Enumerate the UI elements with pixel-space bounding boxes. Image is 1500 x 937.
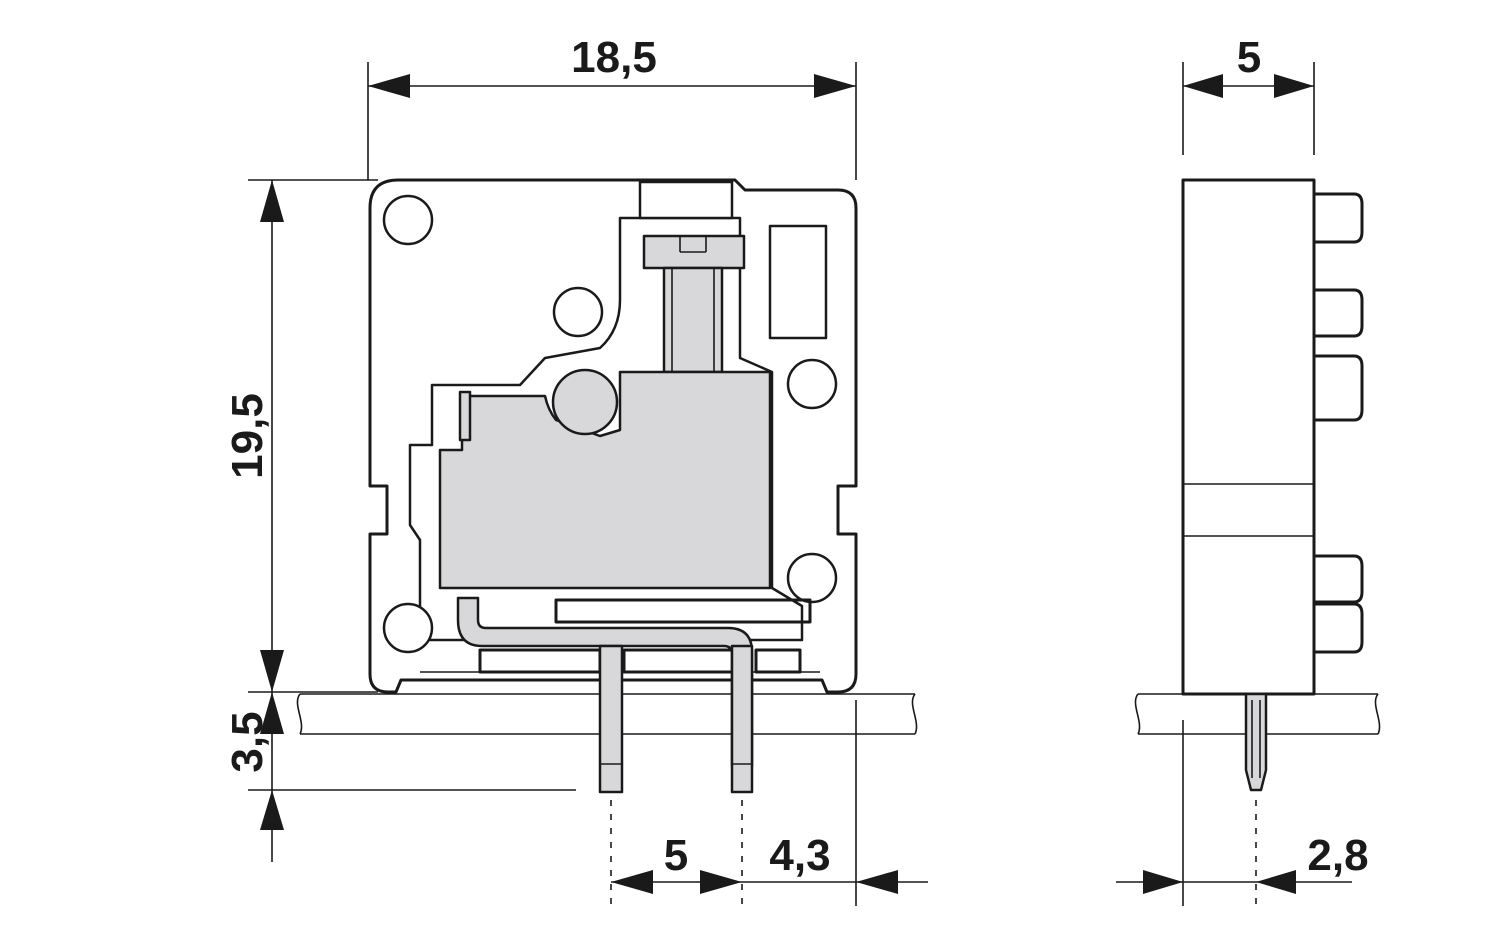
clamp-body: [438, 370, 772, 590]
clamp-pin: [551, 368, 619, 436]
front-dimensions: 18,5 19,5 3,5 5 4,3: [223, 33, 928, 906]
test-window: [768, 224, 828, 340]
dim-height-label: 19,5: [223, 393, 272, 479]
side-pin: [1244, 692, 1268, 792]
mount-hole: [382, 194, 434, 246]
dim-pitch-label: 5: [664, 831, 688, 880]
solder-pin-left: [598, 644, 624, 794]
dim-side-pin-offset-label: 2,8: [1307, 831, 1368, 880]
side-view: [1134, 178, 1381, 792]
housing-body: [368, 178, 858, 694]
side-dimensions: 5 2,8: [1116, 33, 1369, 906]
dim-pin-length-label: 3,5: [223, 711, 272, 772]
dim-pin-offset-label: 4,3: [769, 831, 830, 880]
side-body: [1181, 178, 1316, 696]
dim-side-width-label: 5: [1237, 33, 1261, 82]
dim-width-label: 18,5: [571, 33, 657, 82]
solder-pin-right: [730, 644, 754, 794]
front-view: [296, 178, 918, 794]
